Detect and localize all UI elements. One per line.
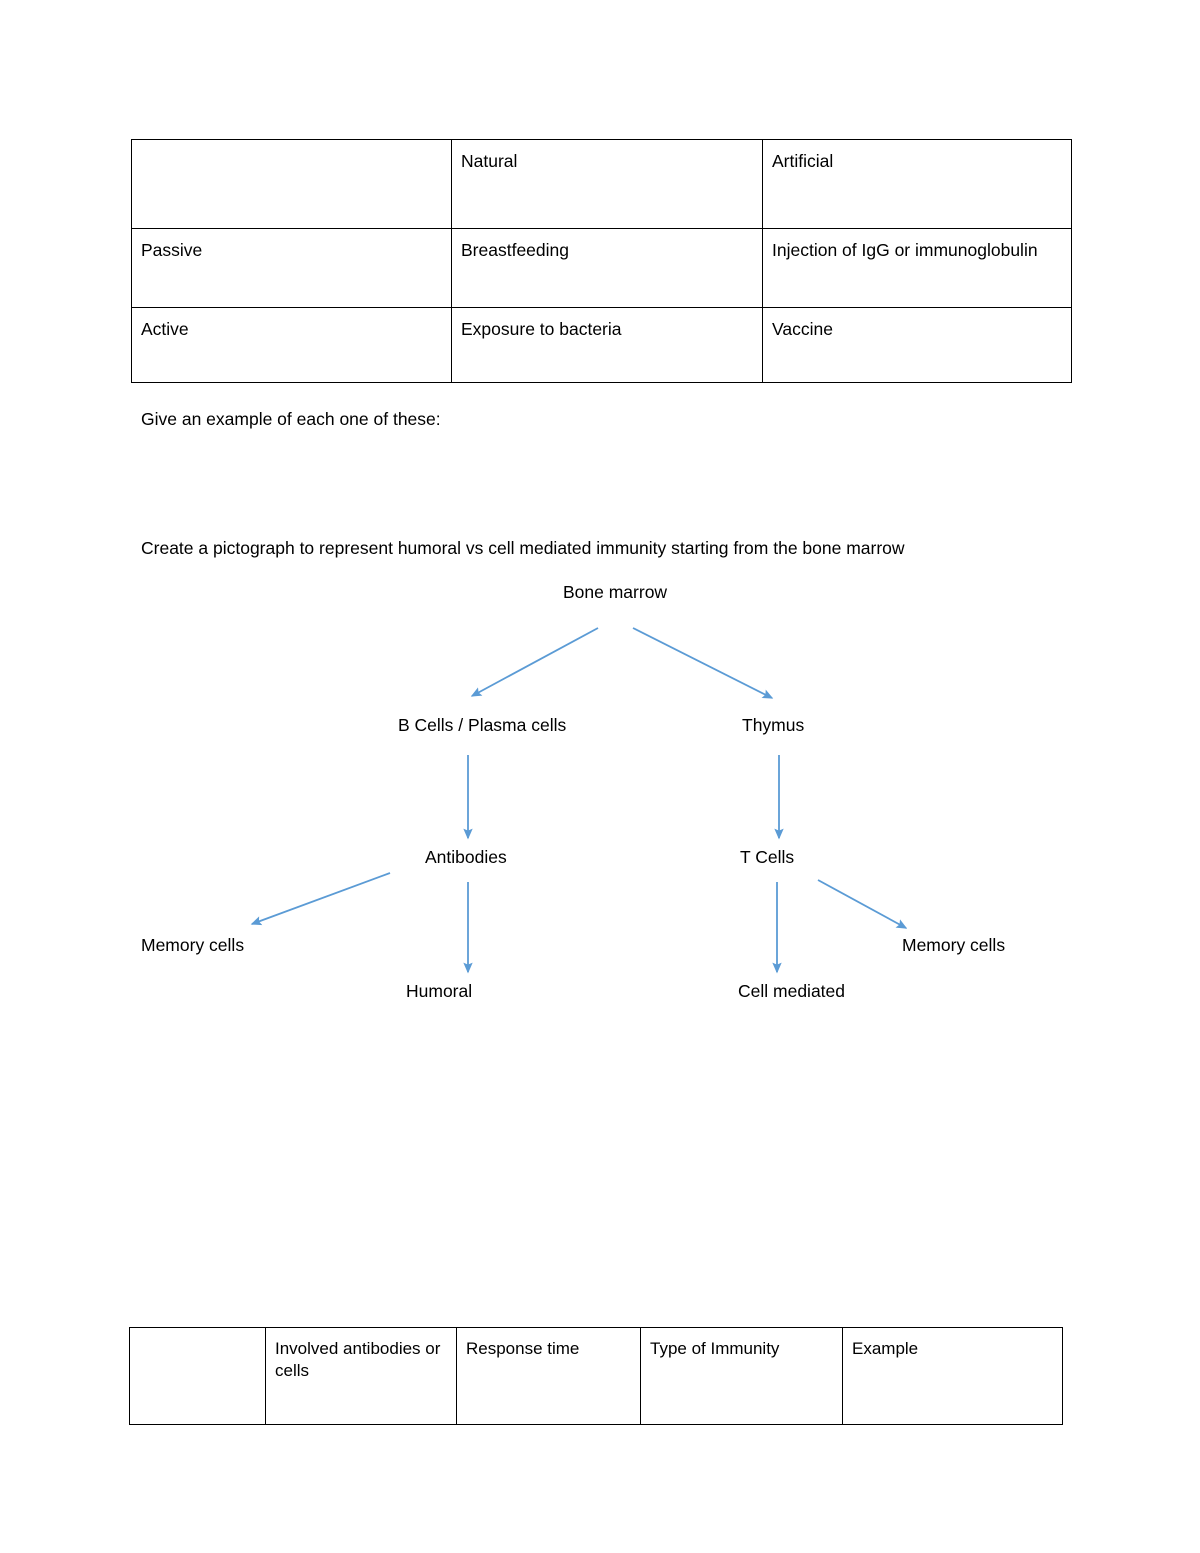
comparison-header-response-time: Response time	[456, 1327, 641, 1425]
node-memory-cells-left: Memory cells	[141, 935, 245, 955]
comparison-header-example: Example	[842, 1327, 1063, 1425]
node-cell-mediated: Cell mediated	[738, 981, 845, 1001]
node-t-cells: T Cells	[740, 847, 795, 867]
arrow-t-cells-to-memory-cells-right	[817, 879, 908, 929]
node-b-cells-plasma-cells: B Cells / Plasma cells	[398, 715, 567, 735]
comparison-corner-blank	[129, 1327, 266, 1425]
table-rowheader-passive: Passive	[131, 228, 452, 308]
table-cell-active-artificial: Vaccine	[762, 307, 1072, 383]
node-bone-marrow: Bone marrow	[563, 582, 668, 602]
immunity-comparison-table: Involved antibodies or cells Response ti…	[129, 1327, 1063, 1425]
node-thymus: Thymus	[742, 715, 805, 735]
node-humoral: Humoral	[406, 981, 473, 1001]
comparison-header-type-of-immunity: Type of Immunity	[640, 1327, 843, 1425]
table-row: Involved antibodies or cells Response ti…	[129, 1327, 1063, 1425]
node-memory-cells-right: Memory cells	[902, 935, 1006, 955]
prompt-create-pictograph: Create a pictograph to represent humoral…	[141, 538, 905, 558]
table-row: Passive Breastfeeding Injection of IgG o…	[131, 228, 1072, 308]
table-header-natural: Natural	[451, 139, 763, 229]
immunity-pictograph-diagram: Bone marrow B Cells / Plasma cells Thymu…	[0, 560, 1200, 1040]
table-cell-passive-natural: Breastfeeding	[451, 228, 763, 308]
node-antibodies: Antibodies	[425, 847, 507, 867]
table-cell-passive-artificial: Injection of IgG or immunoglobulin	[762, 228, 1072, 308]
arrow-bone-marrow-to-b-cells	[470, 627, 599, 697]
table-row: Natural Artificial	[131, 139, 1072, 229]
table-rowheader-active: Active	[131, 307, 452, 383]
pictograph-arrows	[250, 627, 908, 974]
arrow-antibodies-to-memory-cells-left	[250, 872, 391, 926]
prompt-give-an-example: Give an example of each one of these:	[141, 409, 441, 429]
immunity-types-table: Natural Artificial Passive Breastfeeding…	[131, 139, 1072, 383]
comparison-header-involved-antibodies-or-cells: Involved antibodies or cells	[265, 1327, 457, 1425]
table-cell-corner-blank	[131, 139, 452, 229]
table-cell-active-natural: Exposure to bacteria	[451, 307, 763, 383]
table-row: Active Exposure to bacteria Vaccine	[131, 307, 1072, 383]
table-header-artificial: Artificial	[762, 139, 1072, 229]
arrow-bone-marrow-to-thymus	[632, 627, 774, 699]
